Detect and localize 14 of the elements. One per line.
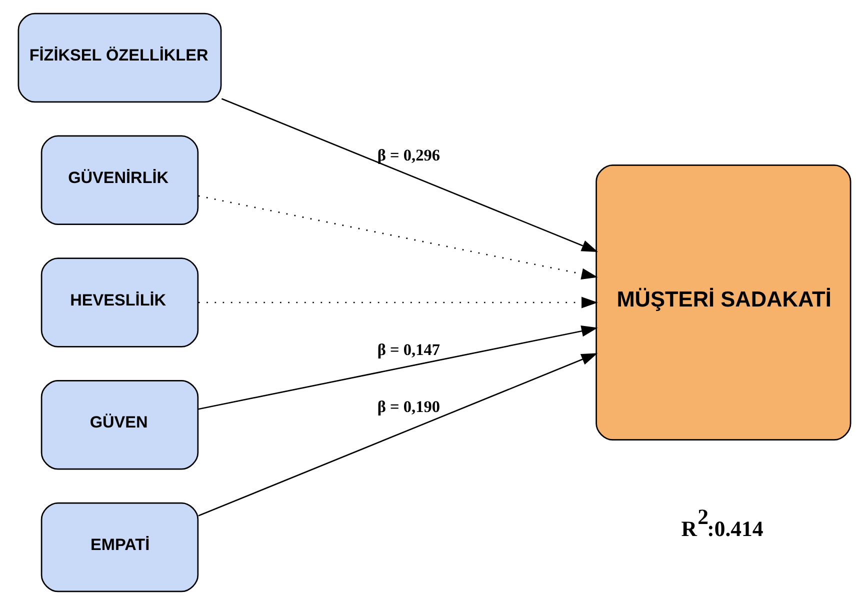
node-box: MÜŞTERİ SADAKATİ xyxy=(595,164,851,440)
arrow xyxy=(198,325,598,410)
edge-label: β = 0,147 xyxy=(376,340,440,359)
arrow xyxy=(220,98,598,252)
edge-label: β = 0,190 xyxy=(376,397,440,416)
node-box: EMPATİ xyxy=(40,502,198,592)
node-box: GÜVENİRLİK xyxy=(40,135,198,225)
arrow xyxy=(198,353,598,516)
arrow xyxy=(198,296,598,308)
edge-label: β = 0,296 xyxy=(376,146,440,165)
node-box: FİZİKSEL ÖZELLİKLER xyxy=(17,12,222,103)
arrow xyxy=(198,195,598,280)
node-box: GÜVEN xyxy=(40,380,198,470)
node-box: HEVESLİLİK xyxy=(40,258,198,348)
